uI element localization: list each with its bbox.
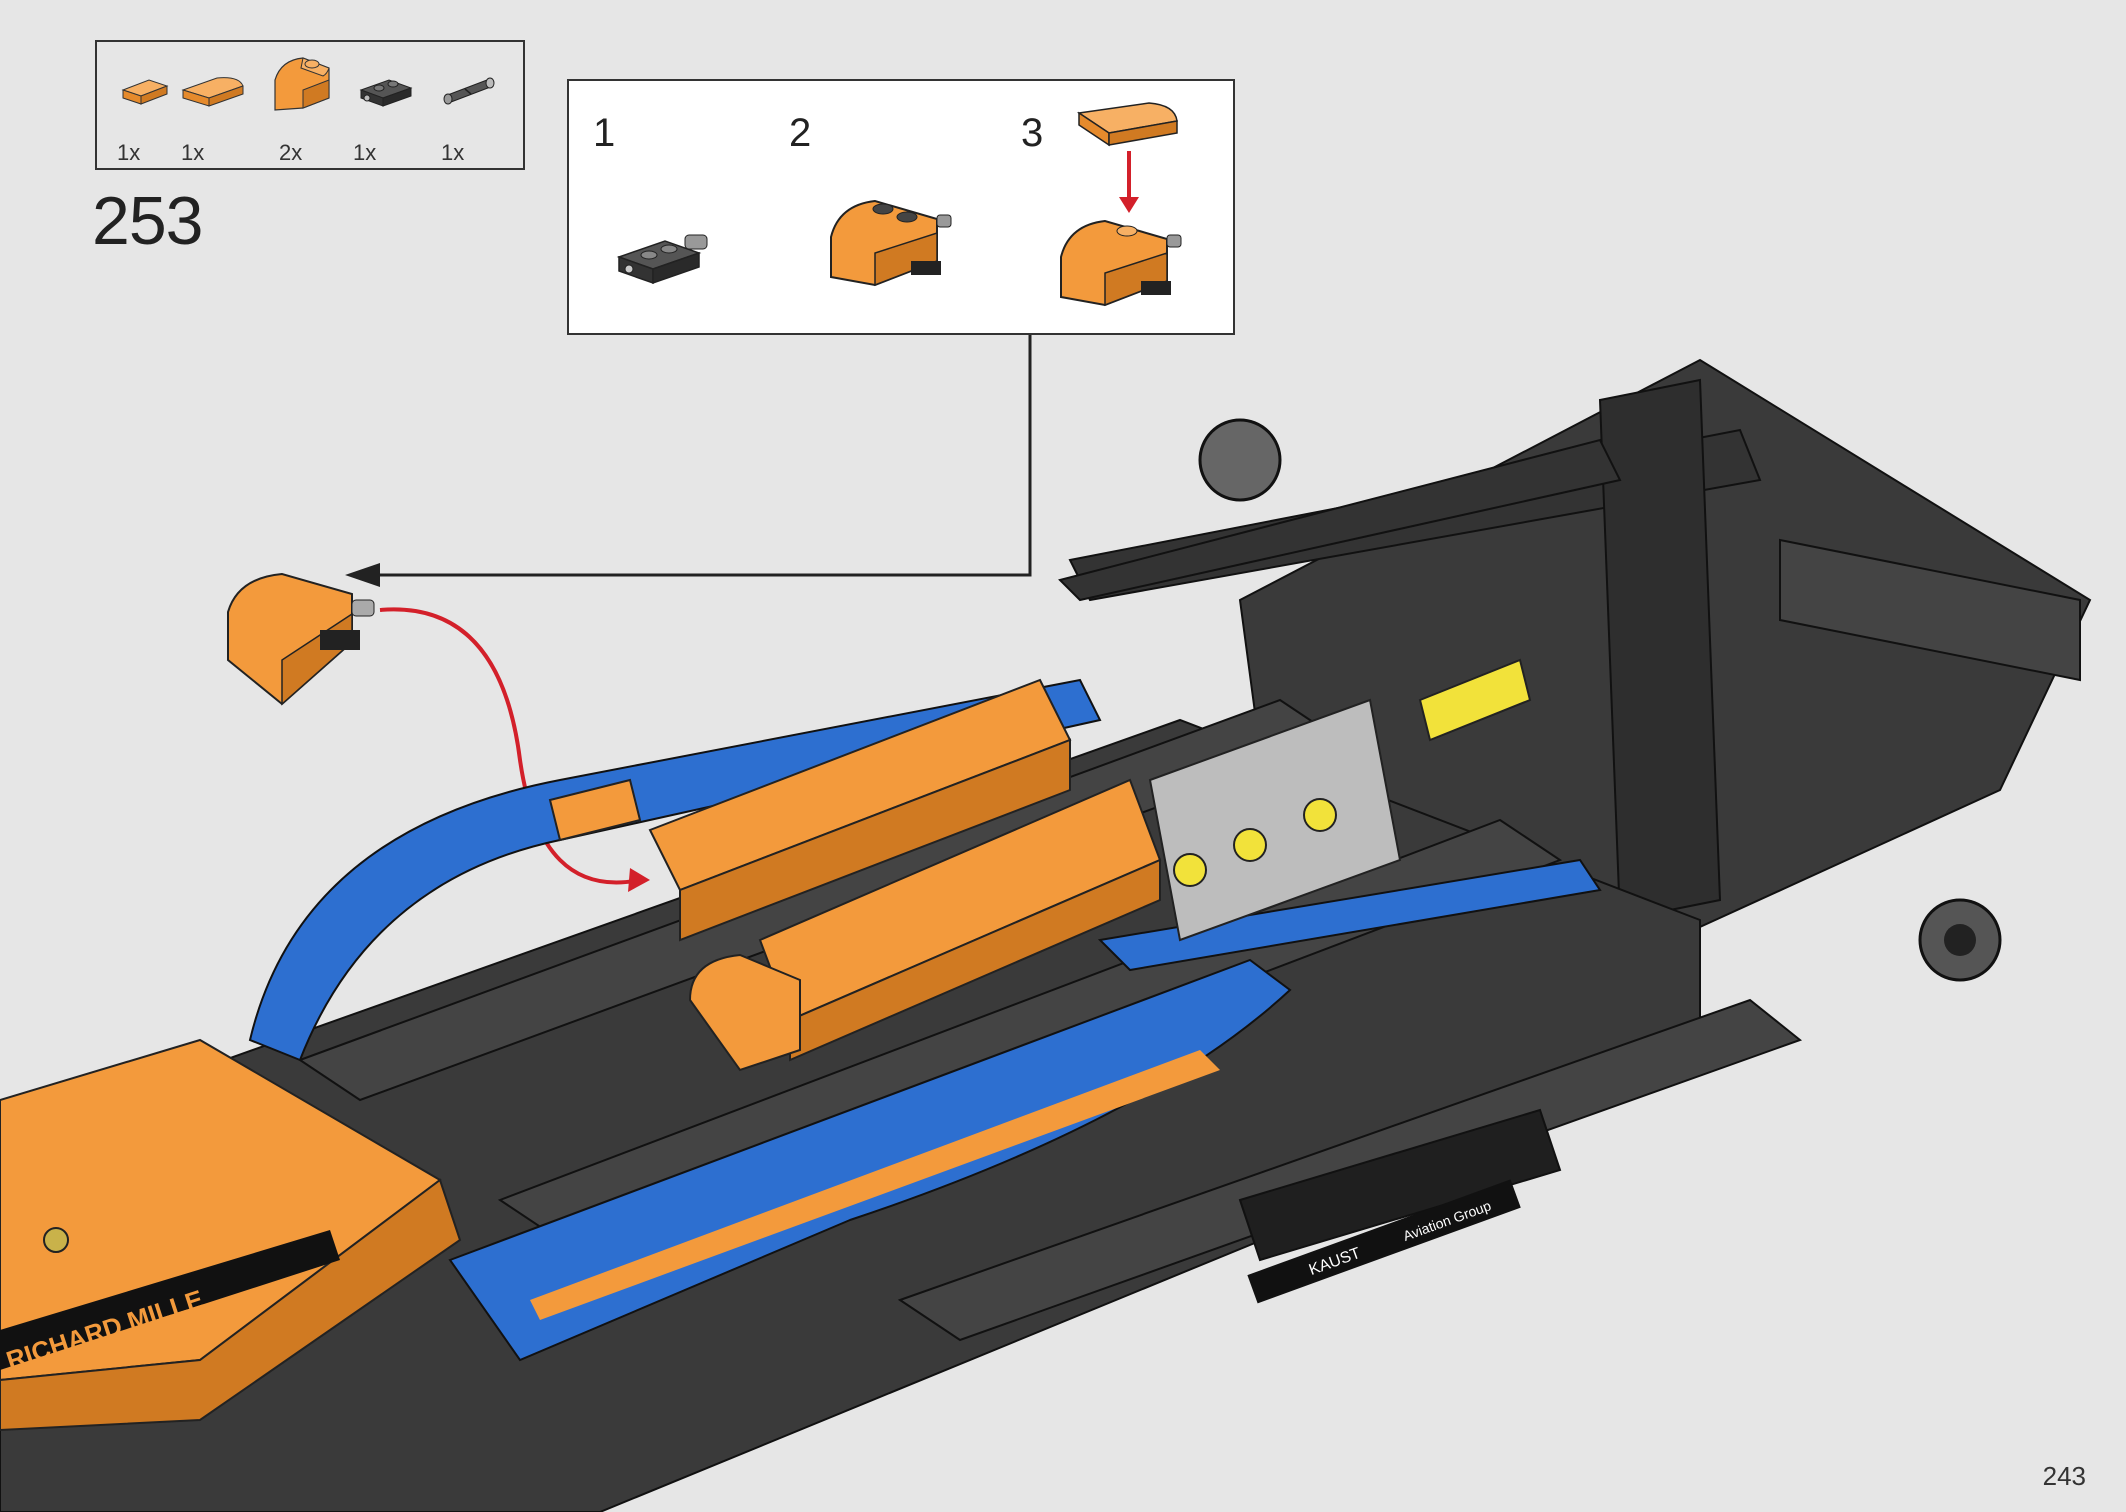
movement-arrow: [379, 607, 641, 885]
part-gray-pin: 1x: [437, 50, 517, 166]
part-black-bracket: 1x: [353, 50, 433, 166]
subassembly-box: 1 2 3: [567, 79, 1235, 335]
parts-list: 1x 1x 2x 1x: [95, 40, 525, 170]
part-orange-plate: 1x: [115, 50, 195, 166]
part-orange-curved-brick: 2x: [267, 50, 347, 166]
substep-label: 2: [789, 111, 812, 155]
orange-curved-brick-icon: [274, 57, 330, 111]
part-orange-curved-slope: 1x: [177, 50, 257, 166]
orange-engine-covers: [548, 678, 1162, 1072]
step-number: 253: [92, 183, 203, 259]
rear-wing: [1058, 438, 1622, 602]
page-number: 243: [2042, 1461, 2086, 1491]
part-qty: 1x: [353, 140, 377, 165]
orange-plate-icon: [121, 79, 169, 105]
black-bracket-plate-icon: [616, 234, 708, 285]
orange-curved-brick-icon: [830, 199, 952, 287]
substep-label: 3: [1021, 111, 1044, 155]
gray-pin-icon: [443, 77, 495, 105]
part-qty: 1x: [181, 140, 205, 165]
black-bracket-plate-icon: [359, 79, 413, 107]
part-qty: 1x: [441, 140, 465, 165]
callout-line: [360, 335, 1032, 577]
orange-curved-slope-icon: [1060, 102, 1182, 307]
floating-orange-brick: [227, 572, 375, 706]
callout-arrowhead: [345, 563, 380, 587]
part-qty: 1x: [117, 140, 141, 165]
orange-curved-slope-icon: [181, 77, 244, 107]
substep-label: 1: [593, 111, 616, 155]
movement-arrowhead: [628, 868, 650, 892]
part-qty: 2x: [279, 140, 303, 165]
engine-block: [1148, 658, 1532, 942]
orange-nose: [0, 1038, 462, 1432]
